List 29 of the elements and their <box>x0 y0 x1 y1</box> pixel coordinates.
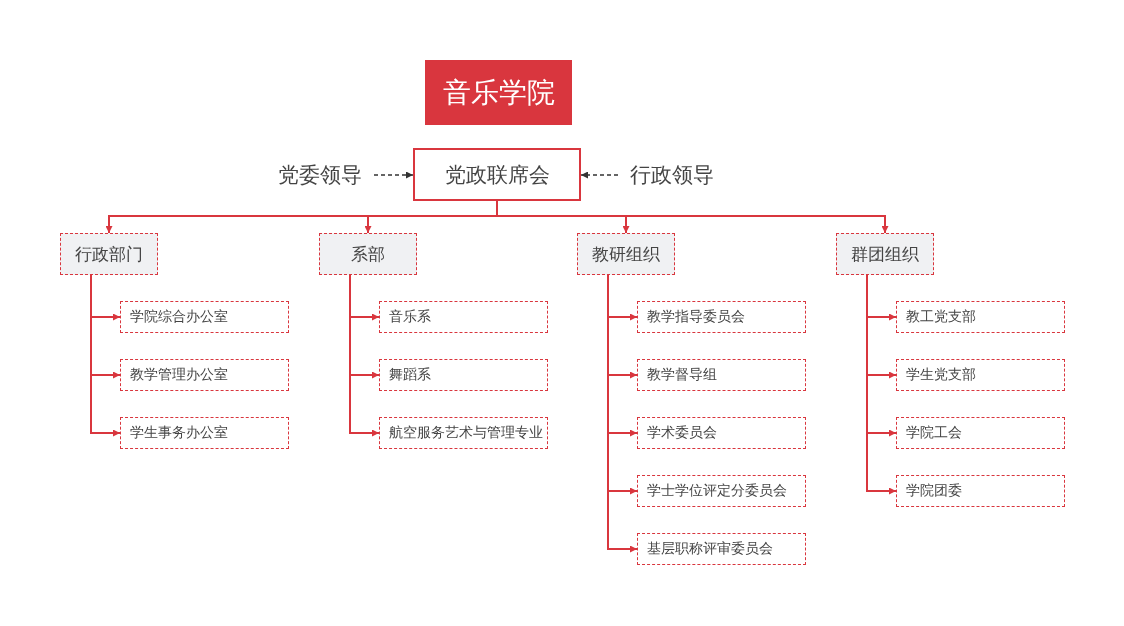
title-box: 音乐学院 <box>425 60 572 125</box>
item-box: 学生事务办公室 <box>120 417 289 449</box>
item-box: 舞蹈系 <box>379 359 548 391</box>
category-box: 教研组织 <box>577 233 675 275</box>
item-box: 音乐系 <box>379 301 548 333</box>
item-box: 学院团委 <box>896 475 1065 507</box>
item-box: 学士学位评定分委员会 <box>637 475 806 507</box>
node-label: 党委领导 <box>272 160 368 190</box>
arrow <box>349 274 380 437</box>
item-box: 学院工会 <box>896 417 1065 449</box>
arrow <box>580 171 619 179</box>
item-box: 学术委员会 <box>637 417 806 449</box>
category-box: 行政部门 <box>60 233 158 275</box>
item-box: 学生党支部 <box>896 359 1065 391</box>
item-box: 教学督导组 <box>637 359 806 391</box>
item-box: 教工党支部 <box>896 301 1065 333</box>
item-box: 教学指导委员会 <box>637 301 806 333</box>
arrow <box>866 274 897 495</box>
item-box: 航空服务艺术与管理专业 <box>379 417 548 449</box>
arrow <box>607 274 638 553</box>
category-box: 群团组织 <box>836 233 934 275</box>
category-box: 系部 <box>319 233 417 275</box>
item-box: 学院综合办公室 <box>120 301 289 333</box>
arrow <box>90 274 121 437</box>
item-box: 基层职称评审委员会 <box>637 533 806 565</box>
node-label: 行政领导 <box>624 160 720 190</box>
item-box: 教学管理办公室 <box>120 359 289 391</box>
arrow <box>373 171 414 179</box>
process-box: 党政联席会 <box>413 148 581 201</box>
